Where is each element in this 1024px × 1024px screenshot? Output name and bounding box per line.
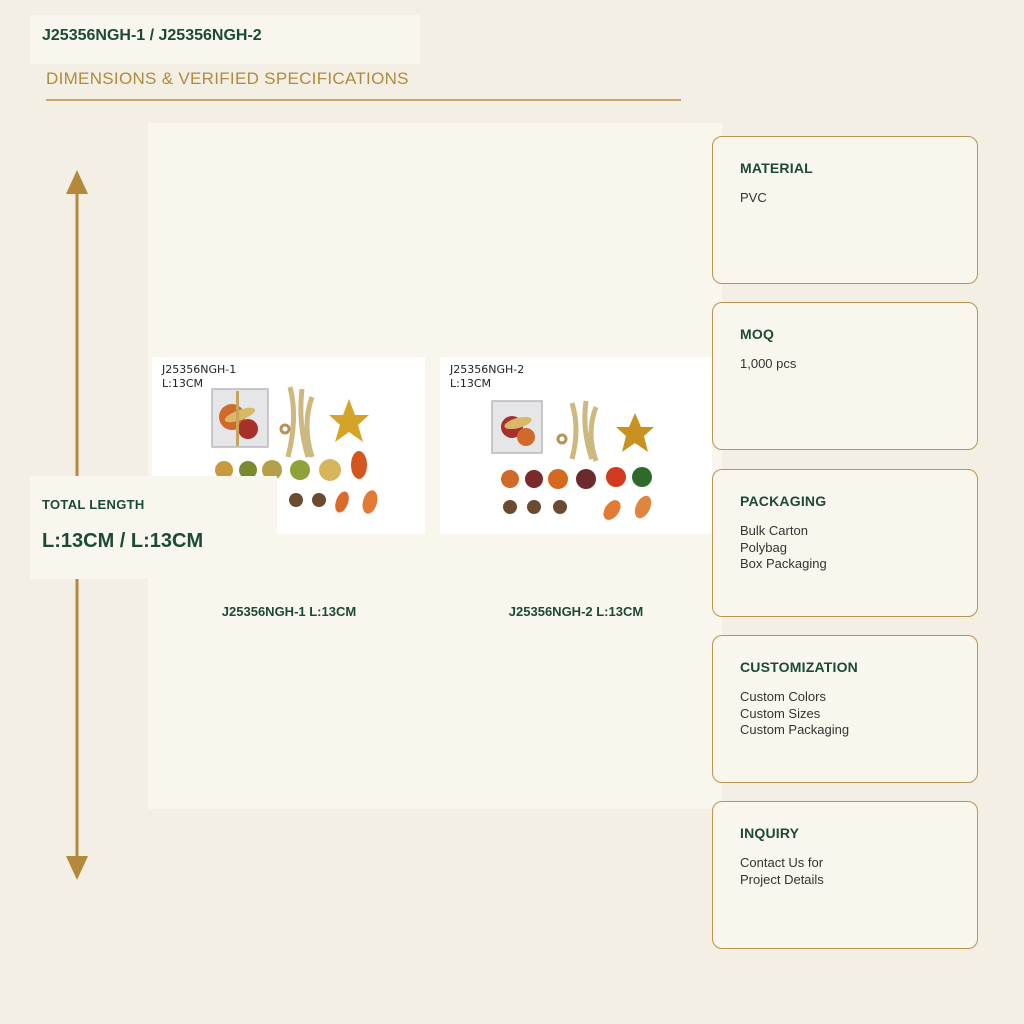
spec-line: Contact Us for bbox=[740, 855, 824, 870]
spec-heading: CUSTOMIZATION bbox=[740, 659, 858, 675]
spec-heading: INQUIRY bbox=[740, 825, 800, 841]
spec-line: Project Details bbox=[740, 871, 824, 887]
photo-caption-length: L:13CM bbox=[162, 377, 204, 390]
product-label-2: J25356NGH-2 L:13CM bbox=[508, 604, 644, 619]
product-label-1: J25356NGH-1 L:13CM bbox=[221, 604, 357, 619]
product-photo-2: J25356NGH-2 L:13CM bbox=[440, 357, 712, 534]
photo-caption-model: J25356NGH-1 bbox=[162, 363, 237, 376]
photo-caption-1: J25356NGH-1 L:13CM bbox=[162, 363, 236, 391]
spec-card-packaging: PACKAGING Bulk Carton Polybag Box Packag… bbox=[712, 469, 978, 617]
spec-line: Custom Colors bbox=[740, 689, 826, 704]
spec-line: 1,000 pcs bbox=[740, 356, 797, 371]
spec-line: Custom Sizes bbox=[740, 705, 821, 721]
total-length-value: L:13CM / L:13CM bbox=[42, 530, 204, 552]
photo-caption-2: J25356NGH-2 L:13CM bbox=[450, 363, 524, 391]
total-length-box: TOTAL LENGTH L:13CM / L:13CM bbox=[30, 476, 277, 579]
spec-card-material: MATERIAL PVC bbox=[712, 136, 978, 284]
spec-heading: MOQ bbox=[740, 326, 775, 342]
section-title: DIMENSIONS & VERIFIED SPECIFICATIONS bbox=[46, 69, 409, 88]
spec-card-customization: CUSTOMIZATION Custom Colors Custom Sizes… bbox=[712, 635, 978, 783]
photo-caption-model: J25356NGH-2 bbox=[450, 363, 525, 376]
title-divider bbox=[46, 99, 681, 101]
spec-card-moq: MOQ 1,000 pcs bbox=[712, 302, 978, 450]
spec-line: PVC bbox=[740, 190, 767, 205]
photo-caption-length: L:13CM bbox=[450, 377, 492, 390]
spec-line: Custom Packaging bbox=[740, 722, 850, 737]
spec-line: Polybag bbox=[740, 539, 787, 555]
spec-heading: PACKAGING bbox=[740, 493, 827, 509]
spec-line: Box Packaging bbox=[740, 556, 827, 571]
product-image-1 bbox=[211, 386, 378, 514]
total-length-label: TOTAL LENGTH bbox=[42, 497, 145, 512]
spec-heading: MATERIAL bbox=[740, 160, 813, 176]
product-image-2 bbox=[491, 400, 654, 520]
spec-card-inquiry[interactable]: INQUIRY Contact Us for Project Details bbox=[712, 801, 978, 949]
model-title: J25356NGH-1 / J25356NGH-2 bbox=[30, 15, 420, 64]
spec-line: Bulk Carton bbox=[740, 523, 808, 538]
